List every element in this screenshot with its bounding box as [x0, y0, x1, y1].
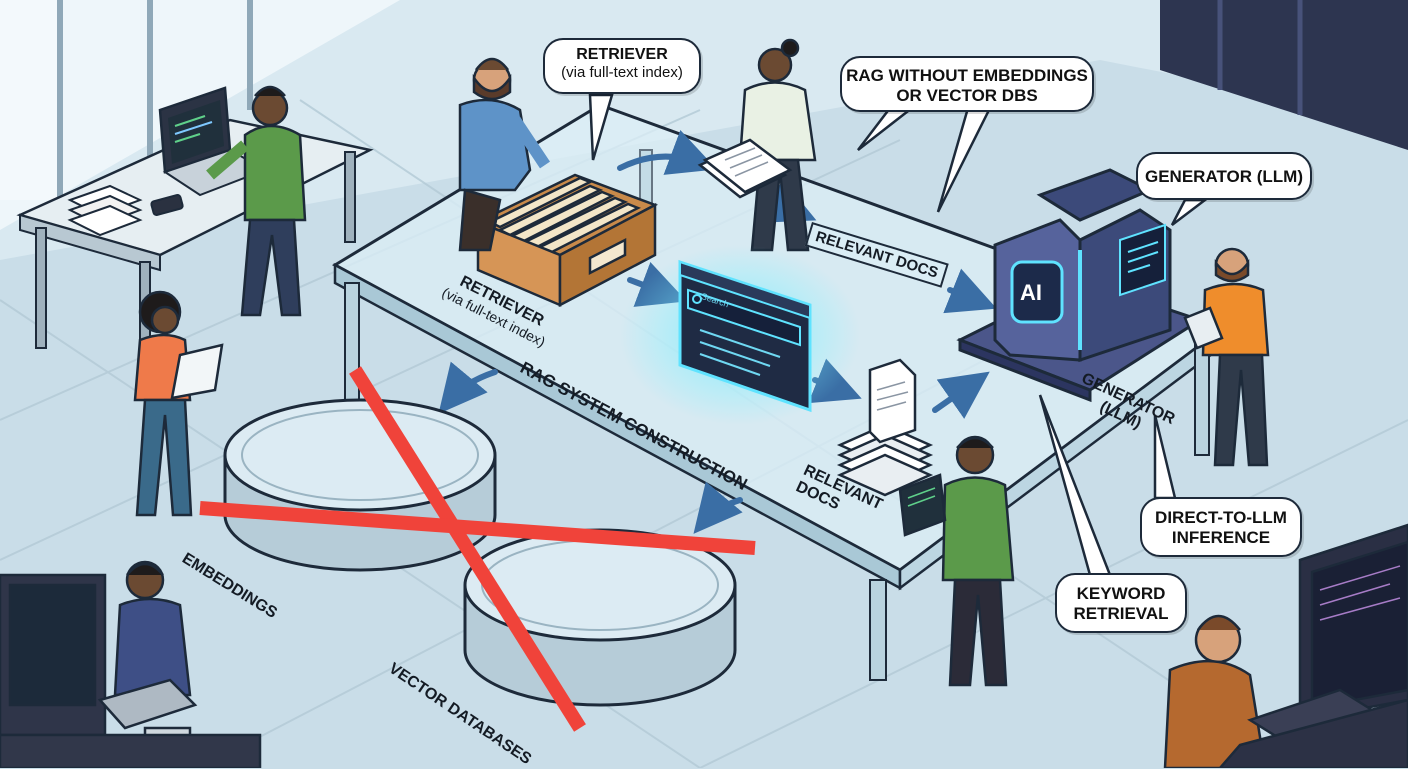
callout-generator-text: GENERATOR (LLM): [1144, 167, 1304, 186]
callout-keyword-line-1: KEYWORD: [1076, 584, 1166, 603]
callout-rag-line-1: RAG WITHOUT EMBEDDINGS: [846, 66, 1088, 85]
person-left-tablet: [133, 290, 224, 517]
callout-direct-line-1: DIRECT-TO-LLM: [1155, 508, 1287, 527]
document-stack: [836, 358, 934, 497]
ai-badge: AI: [1020, 280, 1042, 305]
callout-rag-without-embeddings: RAG WITHOUT EMBEDDINGS OR VECTOR DBS: [840, 56, 1094, 112]
callout-direct-line-2: INFERENCE: [1171, 527, 1271, 547]
callout-retriever-subtitle: (via full-text index): [561, 64, 683, 82]
embeddings-cylinder: [223, 398, 497, 572]
vector-db-cylinder: [463, 528, 737, 707]
search-icon: [692, 294, 702, 304]
person-generator: [1183, 247, 1270, 467]
left-desk: [16, 86, 374, 383]
person-papers: [697, 38, 817, 252]
callout-tails: [588, 93, 1209, 577]
phone: [150, 194, 184, 216]
person-left-desk: [206, 85, 307, 317]
callout-direct-to-llm: DIRECT-TO-LLM INFERENCE: [1140, 497, 1302, 557]
callout-retriever: RETRIEVER (via full-text index): [543, 38, 701, 94]
callout-generator: GENERATOR (LLM): [1136, 152, 1312, 200]
person-retriever: [458, 57, 550, 252]
red-cross: [199, 366, 756, 732]
person-bottom-right: [1163, 523, 1408, 768]
file-box: [474, 173, 659, 308]
person-bottom-left: [0, 560, 262, 768]
callout-keyword-retrieval: KEYWORD RETRIEVAL: [1055, 573, 1187, 633]
callout-rag-line-2: OR VECTOR DBS: [896, 85, 1038, 105]
callout-retriever-title: RETRIEVER: [576, 46, 668, 63]
paper-stack-left: [67, 184, 143, 237]
search-window: [620, 245, 860, 425]
person-center-laptop: [898, 435, 1015, 687]
callout-keyword-line-2: RETRIEVAL: [1073, 603, 1169, 623]
ai-generator-machine: [956, 168, 1204, 403]
